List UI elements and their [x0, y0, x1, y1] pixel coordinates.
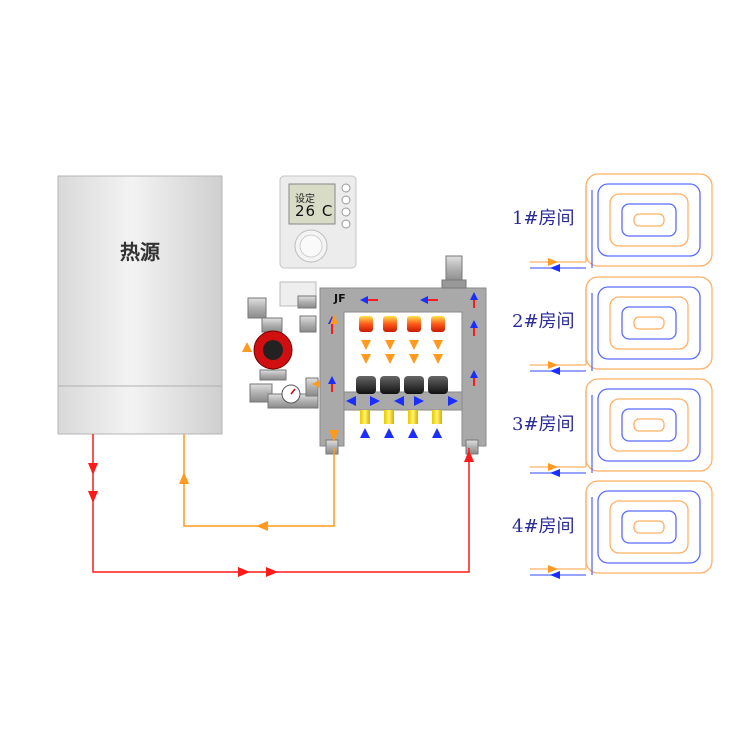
supply-pipe — [92, 434, 470, 573]
heat-source-label: 热源 — [120, 240, 160, 264]
loop-inflow-arrow — [548, 258, 558, 266]
room-loop-4 — [530, 480, 713, 579]
loop-inflow-arrow — [548, 361, 558, 369]
supply-valves — [359, 316, 445, 332]
manifold-label: JF — [334, 292, 346, 305]
outlet-fittings — [360, 410, 442, 424]
thermostat-temperature: 26 C — [295, 202, 334, 220]
flow-arrows-main — [88, 430, 474, 577]
room-label-3: 3#房间 — [512, 414, 575, 435]
return-valves — [356, 376, 448, 394]
manifold-frame — [319, 255, 487, 455]
heat-source-boiler — [57, 175, 223, 435]
pump-assembly — [247, 281, 319, 409]
room-loop-1 — [530, 173, 713, 272]
loop-return-arrow — [550, 367, 560, 375]
manifold-flow-arrows — [242, 292, 478, 438]
room-loop-2 — [530, 276, 713, 375]
loop-return-arrow — [550, 469, 560, 477]
room-loop-3 — [530, 378, 713, 477]
loop-return-arrow — [550, 264, 560, 272]
room-label-1: 1#房间 — [512, 208, 575, 229]
return-pipe — [183, 434, 335, 527]
loop-inflow-arrow — [548, 565, 558, 573]
thermostat-set-label: 设定 — [295, 194, 315, 205]
room-loops — [530, 173, 713, 579]
loop-inflow-arrow — [548, 463, 558, 471]
room-label-4: 4#房间 — [512, 516, 575, 537]
thermostat — [279, 175, 357, 269]
room-label-2: 2#房间 — [512, 311, 575, 332]
loop-return-arrow — [550, 571, 560, 579]
